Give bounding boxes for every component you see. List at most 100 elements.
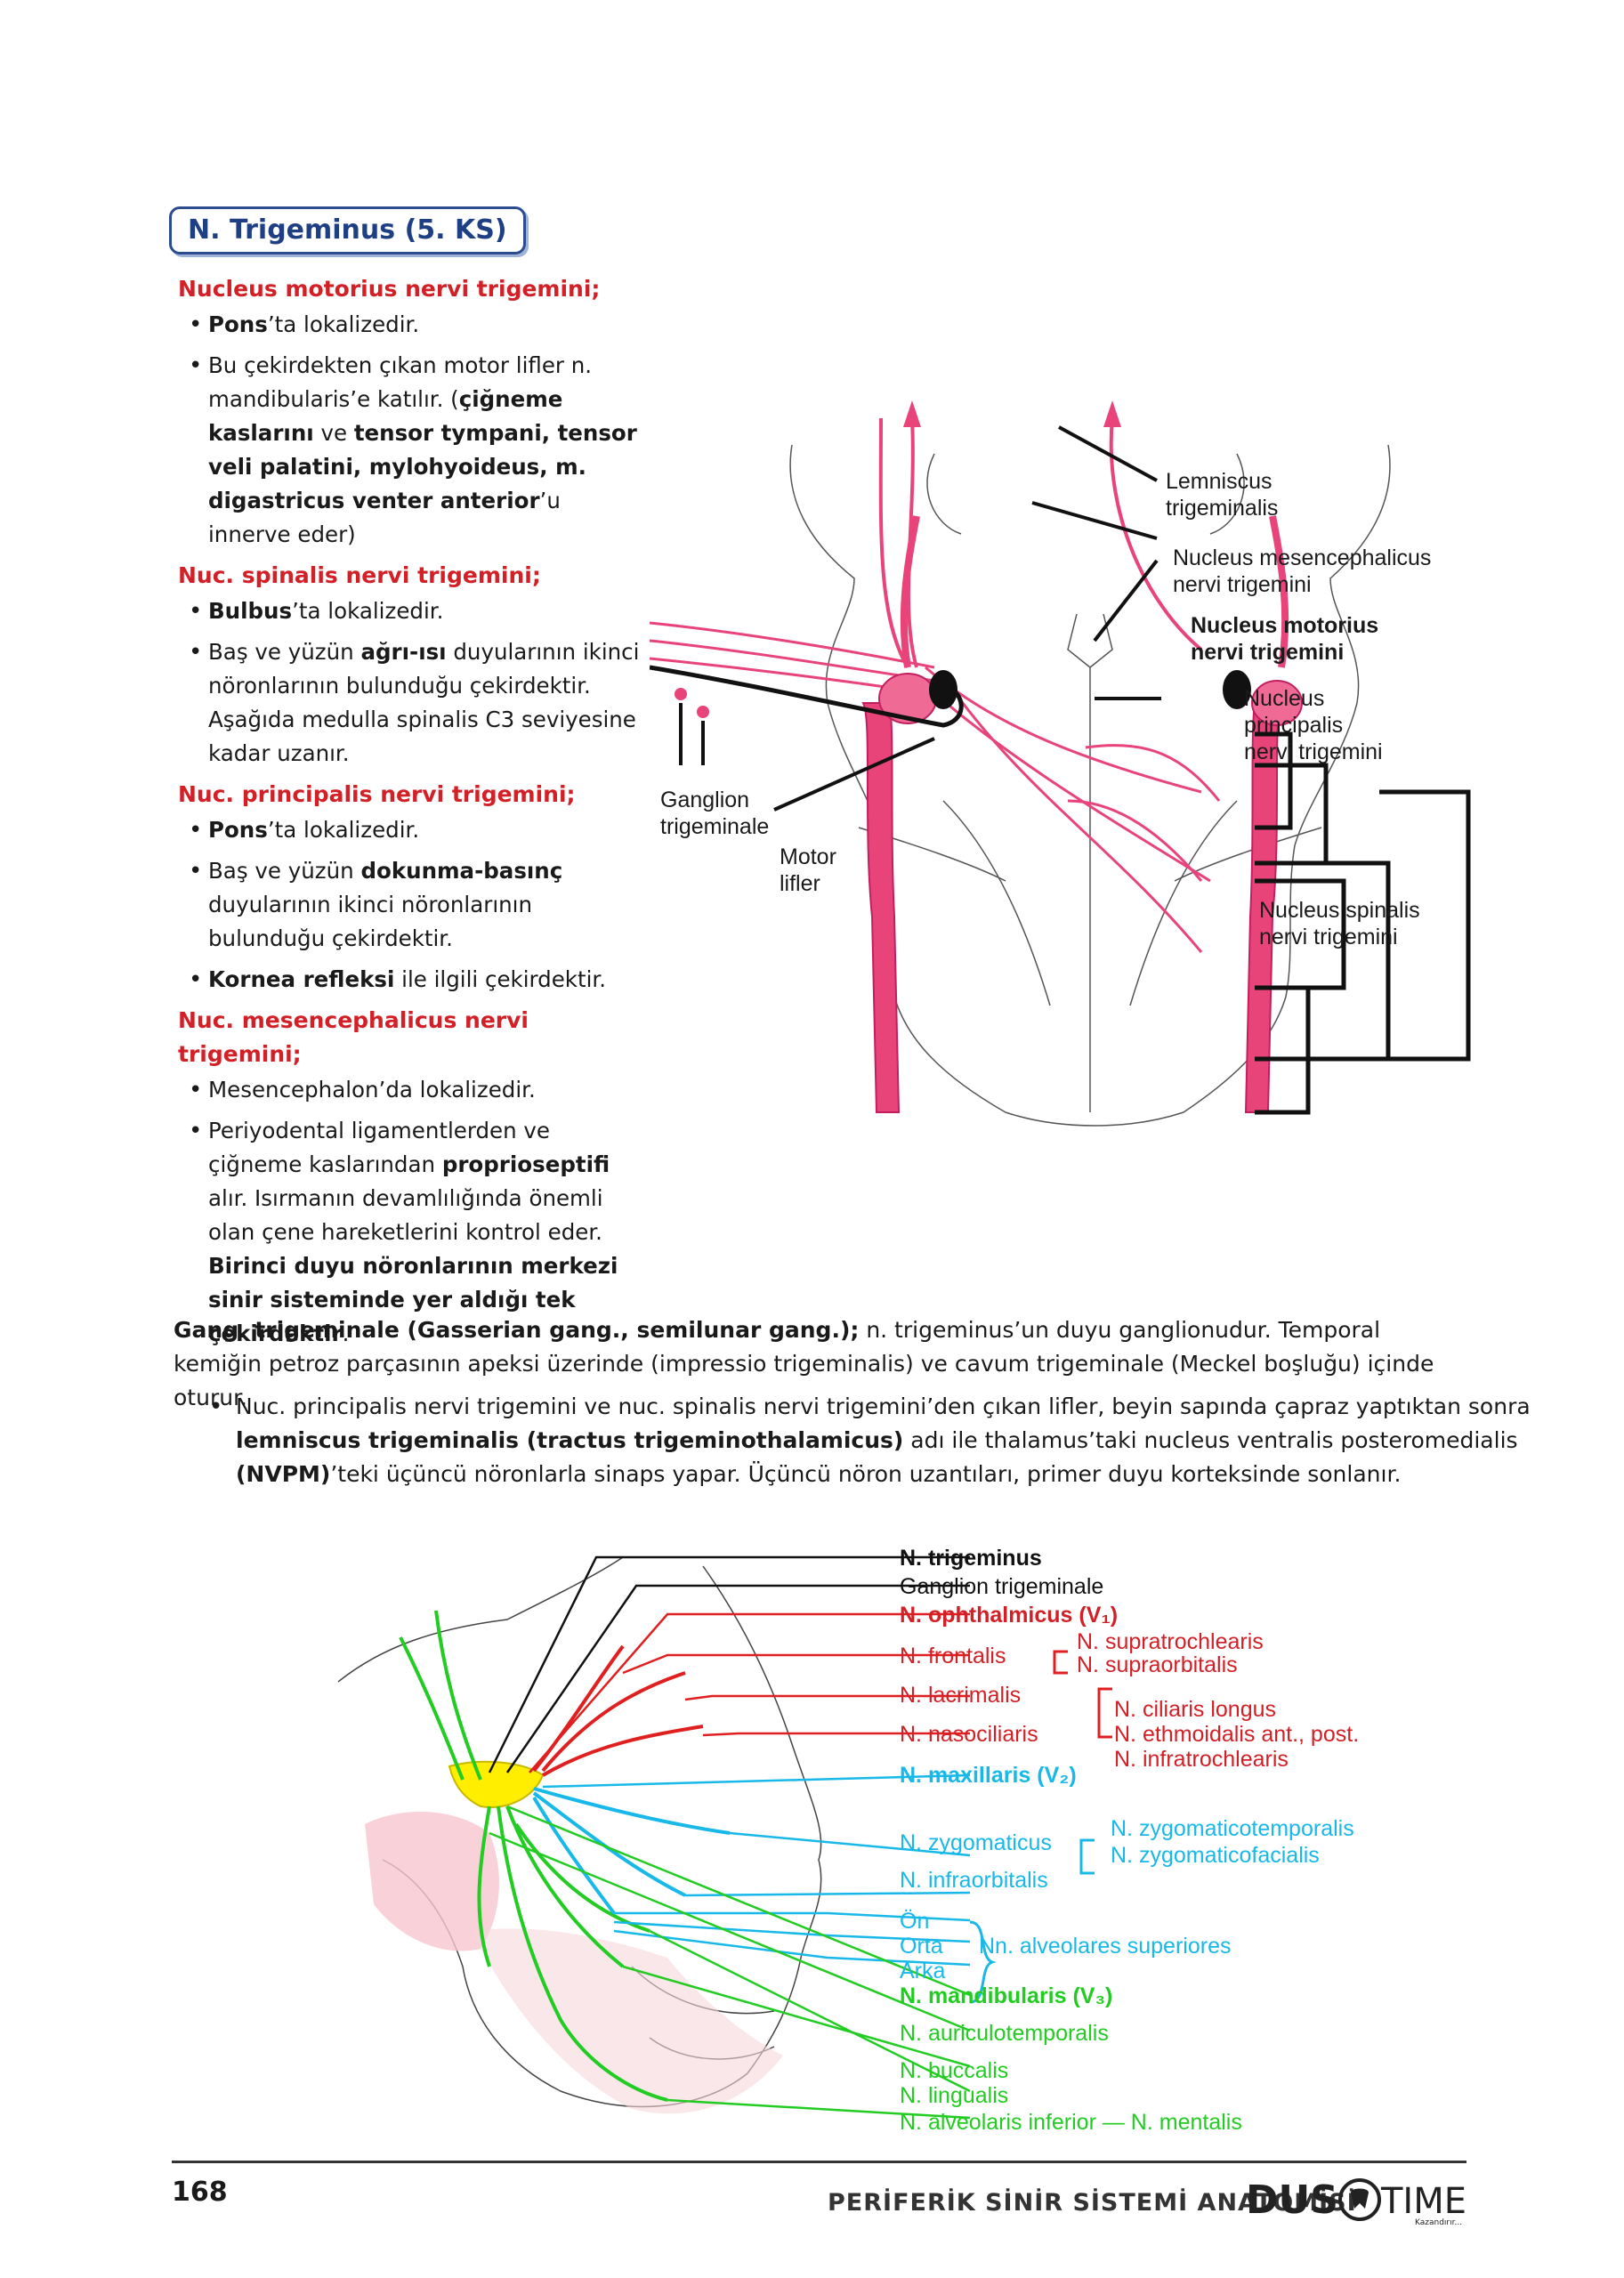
text: ile ilgili çekirdektir. — [394, 966, 606, 992]
text: ’ta lokalizedir. — [292, 598, 444, 624]
label-zygomaticus: N. zygomaticus — [900, 1830, 1052, 1855]
bold-text: Birinci duyu nöronlarının merkezi sinir … — [208, 1253, 618, 1346]
label-frontalis: N. frontalis — [900, 1644, 1006, 1668]
bold-text: Pons — [208, 817, 268, 843]
nuc-mesencephalicus-title: Nuc. mesencephalicus nervi trigemini; — [178, 1007, 529, 1067]
bullet-item: Bulbus’ta lokalizedir. — [178, 594, 641, 628]
text: duyularının ikinci nöronlarının bulunduğ… — [208, 639, 640, 766]
label-arka: Arka — [900, 1959, 946, 1983]
nuc-principalis-title: Nuc. principalis nervi trigemini; — [178, 781, 576, 807]
bullet-item: Baş ve yüzün ağrı-ısı duyularının ikinci… — [178, 635, 641, 771]
bold-text: Pons — [208, 311, 268, 337]
label-orta: Orta — [900, 1934, 943, 1959]
text: alır. Isırmanın devamlılığında önemli ol… — [208, 1185, 603, 1245]
label-ciliaris: N. ciliaris longus — [1114, 1697, 1277, 1722]
text: duyularının ikinci nöronlarının bulunduğ… — [208, 892, 532, 951]
paragraph-lemniscus: Nuc. principalis nervi trigemini ve nuc.… — [174, 1390, 1535, 1491]
bold-text: Kornea refleksi — [208, 966, 395, 992]
text: Baş ve yüzün — [208, 639, 361, 665]
brainstem-nuclei-figure — [650, 400, 1471, 1127]
text: Periyodental ligamentlerden ve çiğneme k… — [208, 1118, 550, 1177]
text: ’teki üçüncü nöronlarla sinaps yapar. Üç… — [330, 1461, 1402, 1487]
arrow-up-icon — [903, 400, 921, 427]
text: ve — [313, 420, 354, 446]
bold-text: ağrı-ısı — [360, 639, 447, 665]
tooth-shape — [1351, 2188, 1369, 2209]
principal-nucleus-right — [1251, 680, 1303, 726]
lemniscus-tracts — [878, 417, 1203, 669]
bullet-item: Pons’ta lokalizedir. — [178, 308, 641, 342]
label-nasociliaris: N. nasociliaris — [900, 1722, 1038, 1747]
text: adı ile thalamus’taki nucleus ventralis … — [903, 1427, 1518, 1453]
bullet-item: Kornea refleksi ile ilgili çekirdektir. — [178, 963, 641, 997]
label-lingualis: N. lingualis — [900, 2083, 1009, 2108]
tooth-icon — [1338, 2178, 1381, 2221]
label-lacrimalis: N. lacrimalis — [900, 1683, 1022, 1708]
label-alveolaris-inferior: N. alveolaris inferior — N. mentalis — [900, 2110, 1242, 2135]
bold-text: Bulbus — [208, 598, 293, 624]
motor-nucleus-left — [929, 670, 957, 709]
leader-lines — [488, 1555, 971, 2120]
arrow-up-icon — [1103, 400, 1121, 427]
bold-text: (NVPM) — [236, 1461, 331, 1487]
mesencephalic-tract — [1269, 515, 1289, 668]
label-n-trigeminus: N. trigeminus — [900, 1546, 1042, 1571]
label-buccalis: N. buccalis — [900, 2058, 1009, 2083]
text: ’ta lokalizedir. — [267, 311, 420, 337]
left-column: Nucleus motorius nervi trigemini; Pons’t… — [178, 269, 641, 1358]
motor-nucleus-right — [1223, 670, 1251, 709]
label-infratrochlearis: N. infratrochlearis — [1114, 1747, 1289, 1772]
logo-text-right: TIME — [1380, 2181, 1466, 2222]
text: Baş ve yüzün — [208, 858, 361, 884]
label-ethmoidalis: N. ethmoidalis ant., post. — [1114, 1722, 1360, 1747]
text: ’u innerve eder) — [208, 488, 561, 547]
label-maxillaris: N. maxillaris (V₂) — [900, 1763, 1077, 1788]
bold-text: çiğneme kaslarını — [208, 386, 563, 446]
spinal-nucleus-left — [861, 702, 901, 1113]
bullet-item: Mesencephalon’da lokalizedir. — [178, 1073, 641, 1107]
bold-text: lemniscus trigeminalis (tractus trigemin… — [236, 1427, 904, 1453]
label-zygomaticofacialis: N. zygomaticofacialis — [1111, 1843, 1320, 1868]
text: Bu çekirdekten çıkan motor lifler n. man… — [208, 352, 593, 412]
nuc-spinalis-title: Nuc. spinalis nervi trigemini; — [178, 562, 541, 588]
dustime-logo: DUS TIME Kazandırır... — [1246, 2177, 1466, 2226]
label-zygomaticotemporalis: N. zygomaticotemporalis — [1111, 1816, 1354, 1841]
motor-fiber — [650, 665, 964, 728]
footer-title: PERİFERİK SİNİR SİSTEMİ ANATOMİSİ — [828, 2189, 1357, 2217]
ear-region — [365, 1812, 499, 1951]
text: . — [342, 1321, 350, 1346]
label-mandibularis: N. mandibularis (V₃) — [900, 1983, 1113, 2008]
section-heading: N. Trigeminus (5. KS) — [169, 206, 526, 254]
text: Nuc. principalis nervi trigemini ve nuc.… — [236, 1393, 1531, 1419]
spinal-nucleus-right — [1244, 702, 1283, 1113]
bullet-item: Pons’ta lokalizedir. — [178, 813, 641, 847]
footer-divider — [172, 2161, 1466, 2163]
jaw-region — [472, 1928, 783, 2114]
ganglion-dot — [675, 688, 687, 700]
label-ganglion: Ganglion trigeminale — [900, 1574, 1104, 1599]
bullet-item: Baş ve yüzün dokunma-basınç duyularının … — [178, 854, 641, 956]
label-supraorbitalis: N. supraorbitalis — [1077, 1652, 1238, 1677]
spinal-brackets — [1255, 731, 1471, 1115]
label-infraorbitalis: N. infraorbitalis — [900, 1868, 1048, 1893]
label-supratrochlearis: N. supratrochlearis — [1077, 1629, 1264, 1654]
label-auriculotemporalis: N. auriculotemporalis — [900, 2021, 1109, 2046]
label-ophthalmicus: N. ophthalmicus (V₁) — [900, 1603, 1119, 1628]
braces — [969, 1650, 1112, 2004]
bold-text: tensor tympani, tensor veli palatini, my… — [208, 420, 637, 513]
text: ’ta lokalizedir. — [267, 817, 420, 843]
bold-text: dokunma-basınç — [360, 858, 563, 884]
bold-text: proprioseptifi — [441, 1151, 610, 1177]
ophthalmic-nerves — [532, 1644, 704, 1777]
label-on: Ön — [900, 1909, 930, 1934]
paragraph-ganglion: Gang. trigeminale (Gasserian gang., semi… — [174, 1313, 1473, 1415]
logo-subtext: Kazandırır... — [1415, 2218, 1462, 2226]
ganglion-yellow — [448, 1760, 545, 1808]
